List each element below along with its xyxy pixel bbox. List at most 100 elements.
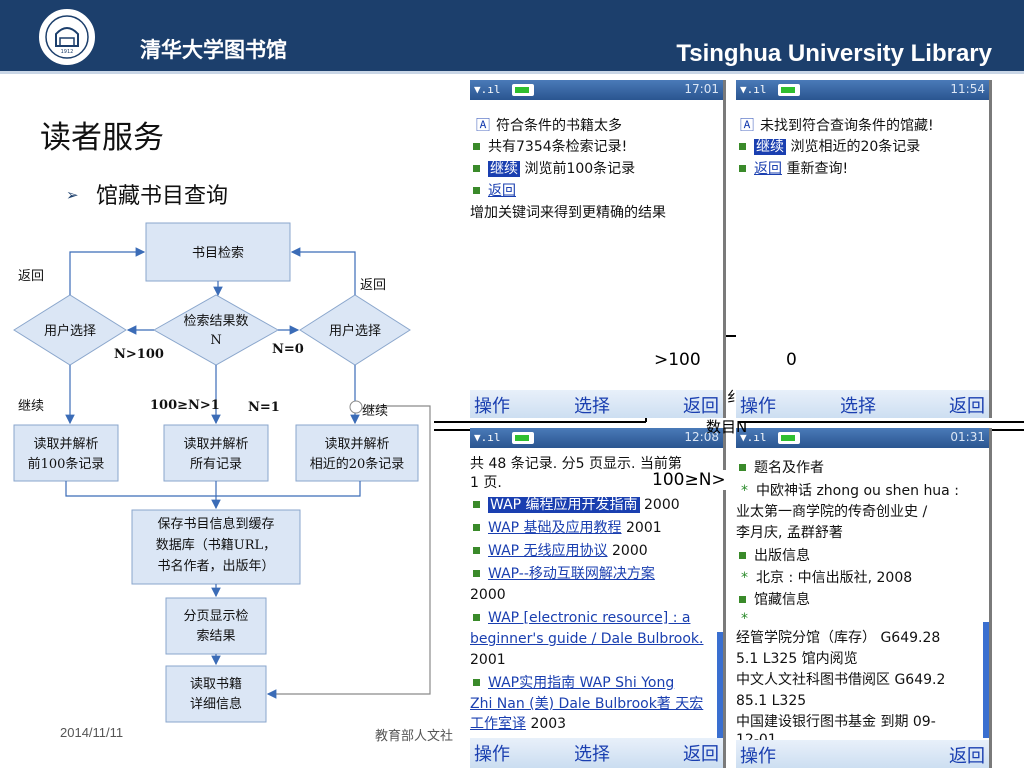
softkey-select[interactable]: 选择 bbox=[840, 396, 876, 417]
softkey-bar: 操作 选择 返回 bbox=[470, 738, 723, 768]
p3-item-5-year: 2001 bbox=[470, 652, 506, 668]
flow-detail-1: 读取书籍 bbox=[190, 676, 242, 692]
p3-item-5-link[interactable]: WAP [electronic resource] : a bbox=[488, 610, 691, 626]
p4-holding-2b: 85.1 L325 bbox=[736, 693, 807, 709]
softkey-back[interactable]: 返回 bbox=[683, 744, 719, 765]
box-read-all bbox=[163, 424, 269, 482]
flow-read100-1: 读取并解析 bbox=[33, 437, 98, 452]
p2-back-link[interactable]: 返回 bbox=[754, 161, 782, 177]
flow-cache-3: 书名作者，出版年） bbox=[157, 558, 274, 574]
softkey-select[interactable]: 选择 bbox=[574, 396, 610, 417]
flow-user-select-right: 用户选择 bbox=[329, 323, 381, 339]
softkey-back[interactable]: 返回 bbox=[949, 746, 985, 767]
diamond-user-select-right bbox=[299, 294, 411, 366]
star-icon: * bbox=[741, 570, 748, 586]
p4-title-heading: 题名及作者 bbox=[754, 460, 824, 476]
flow-readall-2: 所有记录 bbox=[190, 457, 242, 472]
p1-count: 共有7354条检索记录! bbox=[488, 139, 628, 155]
p4-holding-2: 中文人文社科图书借阅区 G649.2 bbox=[736, 672, 946, 688]
logo-year: 1912 bbox=[61, 49, 74, 55]
clock: 11:54 bbox=[950, 82, 985, 96]
flow-result-count-1: 检索结果数 bbox=[183, 314, 248, 329]
p3-summary-2: 1 页. bbox=[470, 475, 502, 491]
softkey-menu[interactable]: 操作 bbox=[474, 396, 510, 417]
bullet-square-icon bbox=[473, 164, 480, 172]
p3-item-4-link[interactable]: WAP--移动互联网解决方案 bbox=[488, 566, 655, 582]
box-page-display bbox=[165, 597, 267, 655]
softkey-menu[interactable]: 操作 bbox=[474, 744, 510, 765]
flow-n-gt-100: N>100 bbox=[114, 347, 164, 362]
p4-holdings-heading: 馆藏信息 bbox=[754, 592, 810, 608]
list-item: WAP实用指南 WAP Shi Yong bbox=[470, 673, 674, 694]
p4-author: 李月庆, 孟群舒著 bbox=[736, 525, 843, 541]
softkey-select[interactable]: 选择 bbox=[574, 744, 610, 765]
softkey-bar: 操作 选择 返回 bbox=[736, 390, 989, 418]
footer-date: 2014/11/11 bbox=[60, 725, 124, 740]
diamond-result-count bbox=[152, 294, 280, 366]
bullet-square-icon bbox=[473, 142, 480, 150]
p3-item-6-link-cont-2[interactable]: 工作室译 bbox=[470, 716, 526, 732]
p3-item-6-link[interactable]: WAP实用指南 WAP Shi Yong bbox=[488, 675, 675, 691]
box-read-100 bbox=[13, 424, 119, 482]
page-title: 读者服务 bbox=[40, 120, 164, 156]
softkey-menu[interactable]: 操作 bbox=[740, 396, 776, 417]
flow-n-eq-0: N=0 bbox=[272, 342, 304, 357]
p3-item-3-link[interactable]: WAP 无线应用协议 bbox=[488, 543, 608, 559]
p3-item-6-link-cont[interactable]: Zhi Nan (美) Dale Bulbrook著 天宏 bbox=[470, 696, 704, 712]
p2-continue-button[interactable]: 继续 bbox=[754, 139, 786, 155]
flow-cache-2: 数据库（书籍URL， bbox=[156, 537, 276, 553]
signal-icon: ▼.ıl bbox=[740, 83, 767, 96]
bullet-square-icon bbox=[739, 551, 746, 559]
p3-item-4-year: 2000 bbox=[470, 587, 506, 603]
status-bar: ▼.ıl 01:31 bbox=[736, 428, 989, 448]
tsinghua-library-logo-icon: 1912 bbox=[37, 7, 97, 67]
p1-message: 符合条件的书籍太多 bbox=[496, 118, 622, 134]
softkey-bar: 操作 返回 bbox=[736, 740, 989, 768]
list-item: WAP 无线应用协议 2000 bbox=[470, 541, 648, 562]
flow-readall-1: 读取并解析 bbox=[183, 437, 248, 452]
info-icon: 🄰 bbox=[740, 118, 754, 134]
status-bar: ▼.ıl 11:54 bbox=[736, 80, 989, 100]
p1-continue-button[interactable]: 继续 bbox=[488, 161, 520, 177]
label-zero: 0 bbox=[786, 350, 797, 370]
bullet-square-icon bbox=[473, 523, 480, 531]
scrollbar[interactable] bbox=[717, 632, 723, 738]
list-item: WAP 编程应用开发指南 2000 bbox=[470, 495, 680, 516]
flow-read20-1: 读取并解析 bbox=[324, 437, 389, 452]
signal-icon: ▼.ıl bbox=[474, 83, 501, 96]
p3-item-2-link[interactable]: WAP 基础及应用教程 bbox=[488, 520, 622, 536]
p4-holding-1b: 5.1 L325 馆内阅览 bbox=[736, 651, 858, 667]
bullet-square-icon bbox=[739, 142, 746, 150]
p2-continue-text: 浏览相近的20条记录 bbox=[790, 139, 921, 155]
clock: 17:01 bbox=[684, 82, 719, 96]
star-icon: * bbox=[741, 611, 748, 627]
p4-publisher: 北京 : 中信出版社, 2008 bbox=[756, 570, 913, 586]
clock: 12:08 bbox=[684, 430, 719, 444]
footer-org: 教育部人文社 bbox=[375, 729, 454, 744]
p3-summary-1: 共 48 条记录. 分5 页显示. 当前第 bbox=[470, 456, 682, 472]
p1-continue-text: 浏览前100条记录 bbox=[524, 161, 636, 177]
flow-back-right: 返回 bbox=[360, 278, 386, 293]
p3-item-5-link-cont[interactable]: beginner's guide / Dale Bulbrook. bbox=[470, 631, 704, 647]
p3-item-1-link[interactable]: WAP 编程应用开发指南 bbox=[488, 497, 640, 513]
box-detail bbox=[165, 665, 267, 723]
softkey-back[interactable]: 返回 bbox=[949, 396, 985, 417]
softkey-bar: 操作 选择 返回 bbox=[470, 390, 723, 418]
flow-user-select-left: 用户选择 bbox=[44, 323, 96, 339]
label-partial-count: 数目N bbox=[706, 418, 748, 436]
list-item: WAP [electronic resource] : a bbox=[470, 608, 690, 629]
label-gt-100: >100 bbox=[654, 350, 701, 370]
softkey-menu[interactable]: 操作 bbox=[740, 746, 776, 767]
flow-page-2: 索结果 bbox=[196, 629, 235, 644]
library-name-en: Tsinghua University Library bbox=[676, 40, 992, 67]
p3-item-3-year: 2000 bbox=[612, 543, 648, 559]
p1-back-link[interactable]: 返回 bbox=[488, 183, 516, 199]
scrollbar[interactable] bbox=[983, 622, 989, 738]
list-item: WAP--移动互联网解决方案 bbox=[470, 564, 655, 585]
flow-range: 100≥N>1 bbox=[150, 398, 220, 413]
box-read-20 bbox=[295, 424, 419, 482]
bullet-square-icon bbox=[473, 186, 480, 194]
softkey-back[interactable]: 返回 bbox=[683, 396, 719, 417]
